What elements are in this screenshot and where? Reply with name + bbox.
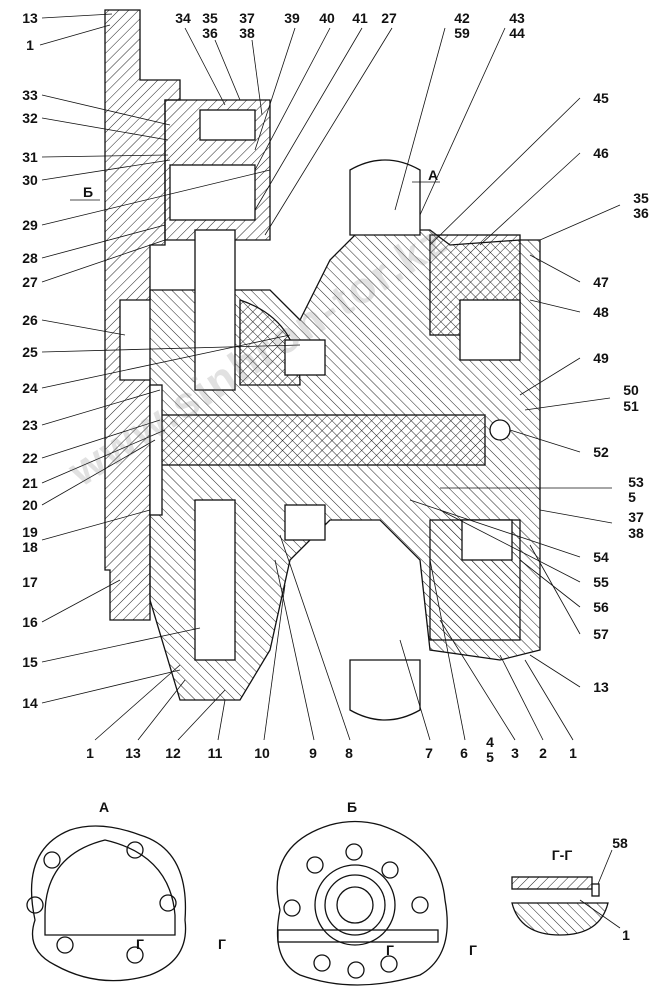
callout: 31 bbox=[22, 149, 38, 165]
callout: 39 bbox=[284, 10, 300, 26]
callout: 1 bbox=[86, 745, 94, 761]
callout: 47 bbox=[593, 274, 609, 290]
callout: 9 bbox=[309, 745, 317, 761]
callout: 56 bbox=[593, 599, 609, 615]
callout: 22 bbox=[22, 450, 38, 466]
callout: 58 bbox=[612, 835, 628, 851]
callout: 33 bbox=[22, 87, 38, 103]
callout: 50 bbox=[623, 382, 639, 398]
callout: 27 bbox=[381, 10, 397, 26]
callout: 1 bbox=[569, 745, 577, 761]
callout: 24 bbox=[22, 380, 38, 396]
wheel-rim bbox=[349, 159, 421, 236]
callout: 2 bbox=[539, 745, 547, 761]
callout: 38 bbox=[239, 25, 255, 41]
callout: 35 bbox=[633, 190, 649, 206]
callout: 52 bbox=[593, 444, 609, 460]
callout: 49 bbox=[593, 350, 609, 366]
view-a-bolts bbox=[26, 841, 177, 964]
callout: 51 bbox=[623, 398, 639, 414]
callout: 46 bbox=[593, 145, 609, 161]
callout: 55 bbox=[593, 574, 609, 590]
arrow-a-label: А bbox=[427, 167, 439, 183]
callout: 32 bbox=[22, 110, 38, 126]
callout: 15 bbox=[22, 654, 38, 670]
leader-lines bbox=[39, 13, 621, 929]
cut-mark: Г bbox=[218, 936, 226, 952]
callout: 27 bbox=[22, 274, 38, 290]
view-b-outline bbox=[276, 820, 448, 986]
callout: 21 bbox=[22, 475, 38, 491]
callout: 1 bbox=[26, 37, 34, 53]
callout: 48 bbox=[593, 304, 609, 320]
callout: 54 bbox=[593, 549, 609, 565]
callout: 25 bbox=[22, 344, 38, 360]
callout: 43 bbox=[509, 10, 525, 26]
view-b-title: Б bbox=[346, 799, 358, 815]
callout: 14 bbox=[22, 695, 38, 711]
view-b-bolts bbox=[283, 843, 429, 979]
callout: 28 bbox=[22, 250, 38, 266]
callout: 1 bbox=[622, 927, 630, 943]
callout: 38 bbox=[628, 525, 644, 541]
callout: 17 bbox=[22, 574, 38, 590]
callout: 20 bbox=[22, 497, 38, 513]
callout: 13 bbox=[125, 745, 141, 761]
callout: 53 bbox=[628, 474, 644, 490]
callout: 37 bbox=[628, 509, 644, 525]
callout: 3 bbox=[511, 745, 519, 761]
callout: 45 bbox=[593, 90, 609, 106]
callout: 40 bbox=[319, 10, 335, 26]
callout: 7 bbox=[425, 745, 433, 761]
callout: 23 bbox=[22, 417, 38, 433]
callout: 12 bbox=[165, 745, 181, 761]
callout: 57 bbox=[593, 626, 609, 642]
callout: 13 bbox=[22, 10, 38, 26]
callout: 5 bbox=[486, 749, 494, 765]
callout: 35 bbox=[202, 10, 218, 26]
callout: 8 bbox=[345, 745, 353, 761]
view-a-outline bbox=[31, 825, 187, 982]
callout: 26 bbox=[22, 312, 38, 328]
callout: 41 bbox=[352, 10, 368, 26]
callout: 19 bbox=[22, 524, 38, 540]
section-gg-drawing bbox=[511, 876, 609, 936]
callout: 4 bbox=[486, 734, 494, 750]
callout: 36 bbox=[633, 205, 649, 221]
callout: 34 bbox=[175, 10, 191, 26]
cut-mark: Г bbox=[386, 942, 394, 958]
callout: 44 bbox=[509, 25, 525, 41]
callout: 6 bbox=[460, 745, 468, 761]
callout: 30 bbox=[22, 172, 38, 188]
callout: 18 bbox=[22, 539, 38, 555]
cut-mark: Г bbox=[469, 942, 477, 958]
callout: 36 bbox=[202, 25, 218, 41]
arrow-b-label: Б bbox=[82, 184, 94, 200]
shaft bbox=[154, 414, 486, 466]
callout: 13 bbox=[593, 679, 609, 695]
callout: 42 bbox=[454, 10, 470, 26]
callout: 29 bbox=[22, 217, 38, 233]
cut-mark: Г bbox=[136, 936, 144, 952]
view-a-title: А bbox=[98, 799, 110, 815]
callout: 11 bbox=[207, 745, 223, 761]
callout: 5 bbox=[628, 489, 636, 505]
callout: 10 bbox=[254, 745, 270, 761]
callout: 37 bbox=[239, 10, 255, 26]
view-b-hub bbox=[314, 864, 396, 946]
section-title: Г-Г bbox=[551, 847, 573, 863]
callout: 16 bbox=[22, 614, 38, 630]
callout: 59 bbox=[454, 25, 470, 41]
